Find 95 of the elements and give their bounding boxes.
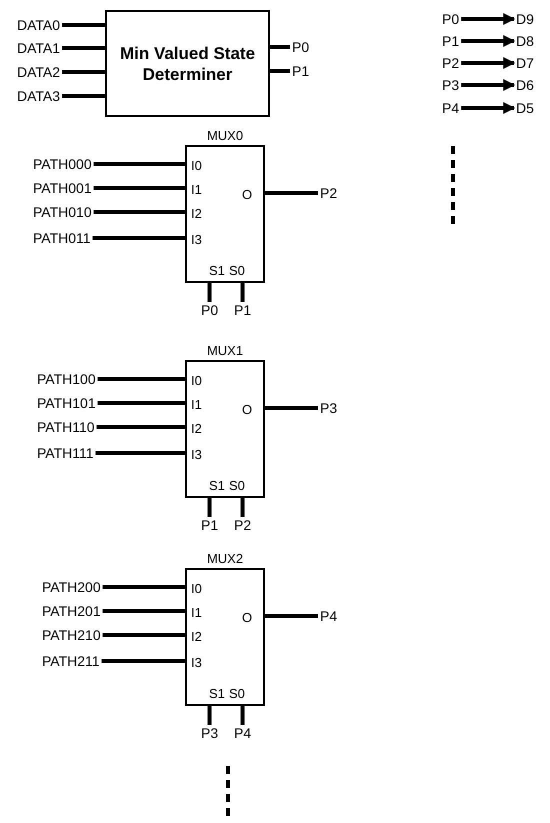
pin-label: I2: [191, 629, 202, 644]
pin-label: I0: [191, 581, 202, 596]
wire: [208, 498, 212, 517]
block-label: MUX1: [206, 343, 244, 358]
wire: [102, 659, 185, 663]
signal-label: P0: [440, 11, 462, 27]
pin-label: I3: [191, 232, 202, 247]
wire: [270, 69, 290, 73]
wire: [240, 498, 245, 517]
signal-label: D5: [514, 100, 536, 116]
pin-label: I1: [191, 605, 202, 620]
wire: [96, 451, 185, 455]
signal-label: PATH111: [35, 445, 96, 461]
signal-label: DATA3: [15, 88, 62, 104]
pin-label: O: [242, 402, 252, 417]
wire: [265, 614, 318, 618]
pin-label: S0: [229, 263, 245, 278]
signal-label: P3: [440, 77, 462, 93]
signal-label: P2: [440, 55, 462, 71]
pin-label: S1: [209, 263, 225, 278]
wire: [102, 609, 185, 613]
pin-label: S0: [229, 686, 245, 701]
signal-label: PATH100: [35, 371, 98, 387]
signal-label: PATH210: [40, 627, 103, 643]
signal-label: P4: [440, 100, 462, 116]
arrow: [461, 13, 516, 25]
wire: [62, 46, 105, 50]
wire: [102, 585, 185, 589]
wire: [62, 94, 105, 98]
signal-label: P2: [232, 517, 254, 533]
wire: [265, 191, 318, 195]
pin-label: I1: [191, 397, 202, 412]
signal-label: PATH000: [31, 156, 94, 172]
wire: [208, 706, 212, 725]
signal-label: DATA2: [15, 64, 62, 80]
signal-label: P1: [440, 33, 462, 49]
pin-label: I2: [191, 206, 202, 221]
arrow: [461, 57, 516, 69]
signal-label: PATH211: [40, 653, 102, 669]
wire: [208, 283, 212, 302]
logic-block: [105, 10, 270, 117]
pin-label: S0: [229, 478, 245, 493]
wire: [62, 23, 105, 27]
arrow: [461, 102, 516, 114]
wire: [98, 377, 185, 381]
pin-label: I0: [191, 373, 202, 388]
signal-label: D8: [514, 33, 536, 49]
pin-label: O: [242, 610, 252, 625]
pin-label: I2: [191, 421, 202, 436]
signal-label: PATH011: [31, 230, 93, 246]
wire: [270, 45, 290, 49]
signal-label: P4: [232, 725, 254, 741]
wire: [98, 401, 185, 405]
wire: [92, 236, 185, 240]
signal-label: DATA0: [15, 17, 62, 33]
pin-label: I3: [191, 655, 202, 670]
signal-label: PATH101: [35, 395, 98, 411]
signal-label: P1: [199, 517, 220, 533]
arrow: [461, 79, 516, 91]
wire: [265, 406, 318, 410]
signal-label: P1: [232, 302, 254, 318]
signal-label: P0: [199, 302, 220, 318]
signal-label: D9: [514, 11, 536, 27]
signal-label: PATH200: [40, 579, 103, 595]
signal-label: PATH010: [31, 204, 94, 220]
arrow: [461, 35, 516, 47]
pin-label: S1: [209, 478, 225, 493]
signal-label: P0: [290, 39, 312, 55]
signal-label: P1: [290, 63, 312, 79]
wire: [94, 186, 185, 190]
pin-label: O: [242, 187, 252, 202]
wire: [94, 162, 185, 166]
wire: [240, 283, 245, 302]
wire: [102, 633, 185, 637]
signal-label: P4: [318, 608, 340, 624]
signal-label: P2: [318, 185, 340, 201]
signal-label: D7: [514, 55, 536, 71]
block-label: MUX2: [206, 551, 244, 566]
signal-label: P3: [199, 725, 220, 741]
wire: [94, 210, 185, 214]
signal-label: PATH001: [31, 180, 94, 196]
pin-label: S1: [209, 686, 225, 701]
signal-label: PATH201: [40, 603, 103, 619]
signal-label: DATA1: [15, 40, 62, 56]
wire: [96, 425, 185, 429]
block-title: Min Valued State Determiner: [118, 42, 256, 84]
signal-label: PATH110: [35, 419, 97, 435]
signal-label: D6: [514, 77, 536, 93]
wire: [62, 70, 105, 74]
block-label: MUX0: [206, 128, 244, 143]
wire: [240, 706, 245, 725]
pin-label: I0: [191, 158, 202, 173]
pin-label: I3: [191, 447, 202, 462]
pin-label: I1: [191, 182, 202, 197]
signal-label: P3: [318, 400, 340, 416]
